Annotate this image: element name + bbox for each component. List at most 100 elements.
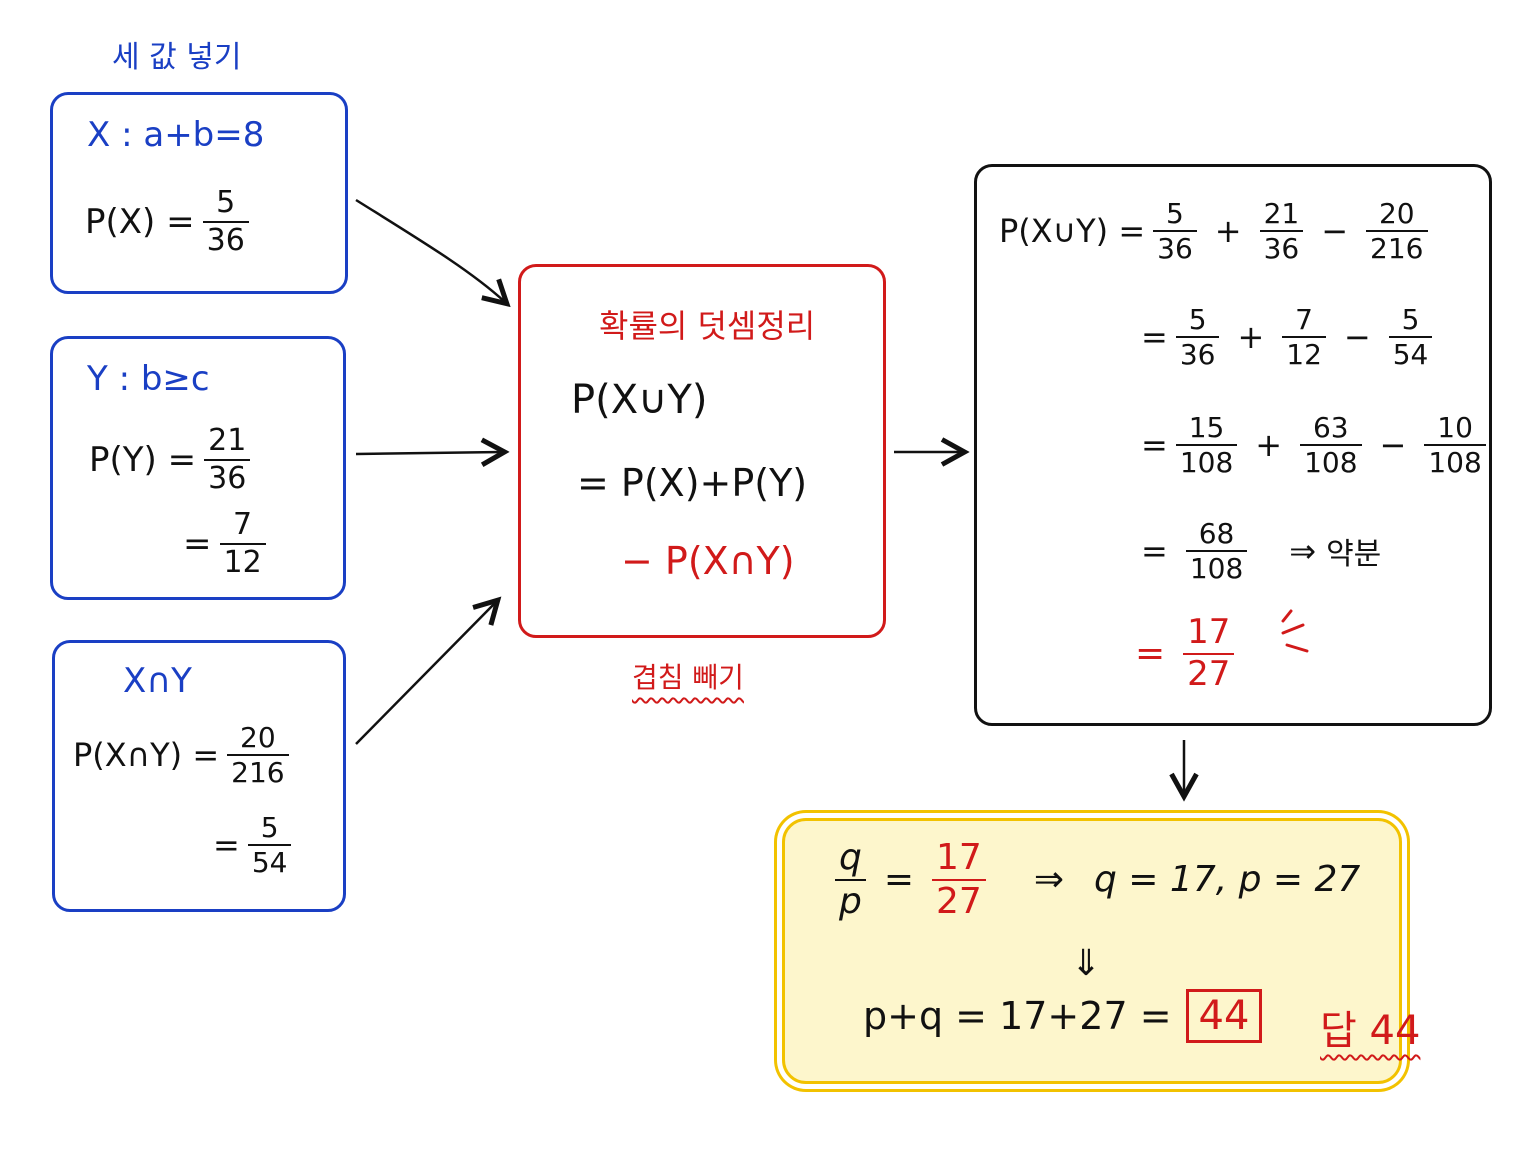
calc-r3-frac-2: 63 108 bbox=[1300, 411, 1362, 478]
ratio-row: q p = 17 27 ⇒ q = 17, p = 27 bbox=[827, 839, 1360, 921]
event-x-numerator: 5 bbox=[216, 185, 236, 220]
event-xy-eq: = bbox=[213, 826, 240, 865]
event-y-numerator-1: 21 bbox=[208, 423, 247, 458]
calc-row-2: = 5 36 + 7 12 − 5 54 bbox=[1141, 305, 1440, 370]
calc-r3-den-2: 108 bbox=[1300, 444, 1362, 478]
calc-r3-num-2: 63 bbox=[1312, 411, 1349, 444]
calc-r3-num-3: 10 bbox=[1437, 411, 1473, 444]
event-x-condition: X : a+b=8 bbox=[87, 115, 265, 155]
event-y-fraction-1: 21 36 bbox=[204, 423, 251, 494]
overlap-subtract-label: 겹침 빼기 bbox=[632, 661, 744, 694]
calc-r3-num-1: 15 bbox=[1188, 411, 1225, 444]
calc-r3-op-1: + bbox=[1255, 426, 1283, 465]
result-box: 44 bbox=[1185, 989, 1263, 1043]
calc-r2-num-1: 5 bbox=[1188, 303, 1207, 336]
calc-row-5: = 17 27 bbox=[1135, 612, 1242, 693]
event-y-simplified: = 7 12 bbox=[183, 509, 274, 578]
q-over-p-fraction: q p bbox=[835, 839, 866, 921]
calc-r1-frac-1: 5 36 bbox=[1153, 199, 1197, 264]
calc-r1-num-2: 21 bbox=[1263, 197, 1300, 230]
calc-r1-num-3: 20 bbox=[1378, 197, 1415, 230]
p-denominator: p bbox=[835, 878, 866, 921]
q-numerator: q bbox=[839, 837, 862, 878]
calc-r1-num-1: 5 bbox=[1166, 197, 1184, 230]
calc-r1-den-2: 36 bbox=[1259, 230, 1304, 264]
ratio-value-fraction: 17 27 bbox=[932, 839, 986, 921]
sum-expression: p+q = 17+27 = bbox=[863, 994, 1172, 1038]
event-y-fraction-2: 7 12 bbox=[219, 507, 266, 578]
event-xy-box: X∩Y P(X∩Y) = 20 216 = 5 54 bbox=[52, 640, 346, 912]
addition-rule-box: 확률의 덧셈정리 P(X∪Y) = P(X)+P(Y) − P(X∩Y) bbox=[518, 264, 886, 638]
event-x-probability: P(X) = 5 36 bbox=[85, 187, 257, 256]
calc-r2-num-2: 7 bbox=[1295, 303, 1313, 336]
calc-r2-op-1: + bbox=[1237, 318, 1265, 357]
calc-r2-den-1: 36 bbox=[1175, 336, 1220, 370]
implies-arrow: ⇒ bbox=[1033, 859, 1065, 901]
event-xy-simplified: = 5 54 bbox=[213, 813, 299, 878]
calc-row-4: = 68 108 ⇒ 약분 bbox=[1141, 519, 1381, 584]
addition-rule-line-2: = P(X)+P(Y) bbox=[577, 461, 808, 505]
intro-label: 세 값 넣기 bbox=[112, 40, 242, 75]
event-x-denominator: 36 bbox=[202, 220, 249, 257]
addition-rule-title: 확률의 덧셈정리 bbox=[599, 307, 816, 345]
calc-r3-den-1: 108 bbox=[1175, 444, 1238, 478]
event-y-numerator-2: 7 bbox=[233, 507, 253, 542]
event-y-prob-lhs: P(Y) = bbox=[89, 439, 197, 480]
calc-r2-frac-2: 7 12 bbox=[1282, 305, 1326, 370]
event-x-fraction: 5 36 bbox=[202, 185, 249, 257]
event-y-probability: P(Y) = 21 36 bbox=[89, 425, 258, 494]
final-answer: 답 44 bbox=[1320, 1008, 1421, 1054]
calc-r5-frac: 17 27 bbox=[1183, 612, 1235, 693]
event-xy-numerator-1: 20 bbox=[240, 721, 276, 754]
addition-rule-line-1: P(X∪Y) bbox=[571, 377, 708, 423]
calc-r4-den: 108 bbox=[1185, 550, 1248, 584]
emphasis-marks-icon bbox=[1281, 609, 1309, 653]
calc-r2-num-3: 5 bbox=[1401, 303, 1420, 336]
event-xy-prob-lhs: P(X∩Y) = bbox=[73, 736, 220, 775]
calc-r2-den-2: 12 bbox=[1282, 336, 1326, 370]
arrow-xy-to-rule-icon bbox=[355, 602, 496, 745]
calc-r4-arrow: ⇒ bbox=[1289, 532, 1317, 571]
calc-row-3: = 15 108 + 63 108 − 10 108 bbox=[1141, 413, 1494, 478]
calc-r2-op-2: − bbox=[1343, 318, 1371, 357]
answer-box: q p = 17 27 ⇒ q = 17, p = 27 ⇓ p+q = 17+… bbox=[782, 818, 1402, 1084]
calc-r5-num: 17 bbox=[1187, 612, 1231, 652]
calc-r4-frac: 68 108 bbox=[1185, 517, 1248, 584]
calc-r3-eq: = bbox=[1141, 426, 1168, 465]
calc-r2-eq: = bbox=[1141, 318, 1168, 357]
calc-r3-frac-3: 10 108 bbox=[1424, 411, 1486, 478]
calc-r2-den-3: 54 bbox=[1388, 336, 1433, 370]
addition-rule-line-3: − P(X∩Y) bbox=[621, 539, 795, 583]
calc-r1-den-1: 36 bbox=[1153, 230, 1197, 264]
event-xy-fraction-2: 5 54 bbox=[247, 813, 292, 878]
event-xy-probability: P(X∩Y) = 20 216 bbox=[73, 723, 297, 788]
calc-r1-op-1: + bbox=[1214, 212, 1242, 251]
calc-r1-frac-2: 21 36 bbox=[1259, 197, 1304, 264]
event-xy-denominator-1: 216 bbox=[227, 754, 289, 788]
event-x-box: X : a+b=8 P(X) = 5 36 bbox=[50, 92, 348, 294]
calc-r5-den: 27 bbox=[1183, 652, 1235, 693]
ratio-eq: = bbox=[883, 859, 915, 901]
calc-r2-frac-1: 5 36 bbox=[1175, 303, 1220, 370]
event-xy-condition: X∩Y bbox=[123, 661, 192, 701]
ratio-denominator: 27 bbox=[932, 878, 986, 921]
pq-values: q = 17, p = 27 bbox=[1094, 859, 1361, 901]
event-xy-denominator-2: 54 bbox=[247, 844, 292, 878]
calc-r5-eq: = bbox=[1135, 633, 1166, 675]
calc-row-1: P(X∪Y) = 5 36 + 21 36 − 20 216 bbox=[999, 199, 1436, 264]
calc-r3-frac-1: 15 108 bbox=[1175, 411, 1238, 478]
calc-r1-frac-3: 20 216 bbox=[1366, 197, 1428, 264]
calc-r4-eq: = bbox=[1141, 532, 1168, 571]
sum-row: p+q = 17+27 = 44 bbox=[863, 989, 1263, 1043]
calc-r4-note: 약분 bbox=[1326, 537, 1382, 573]
ratio-numerator: 17 bbox=[936, 837, 982, 878]
calc-r1-op-2: − bbox=[1321, 212, 1349, 251]
event-y-condition: Y : b≥c bbox=[87, 359, 210, 399]
arrow-y-to-rule-icon bbox=[355, 452, 502, 454]
event-x-prob-lhs: P(X) = bbox=[85, 201, 195, 242]
calc-r4-num: 68 bbox=[1198, 517, 1235, 550]
calculation-box: P(X∪Y) = 5 36 + 21 36 − 20 216 = 5 36 + … bbox=[974, 164, 1492, 726]
down-implies-arrow: ⇓ bbox=[1071, 943, 1102, 984]
event-xy-fraction-1: 20 216 bbox=[227, 721, 289, 788]
